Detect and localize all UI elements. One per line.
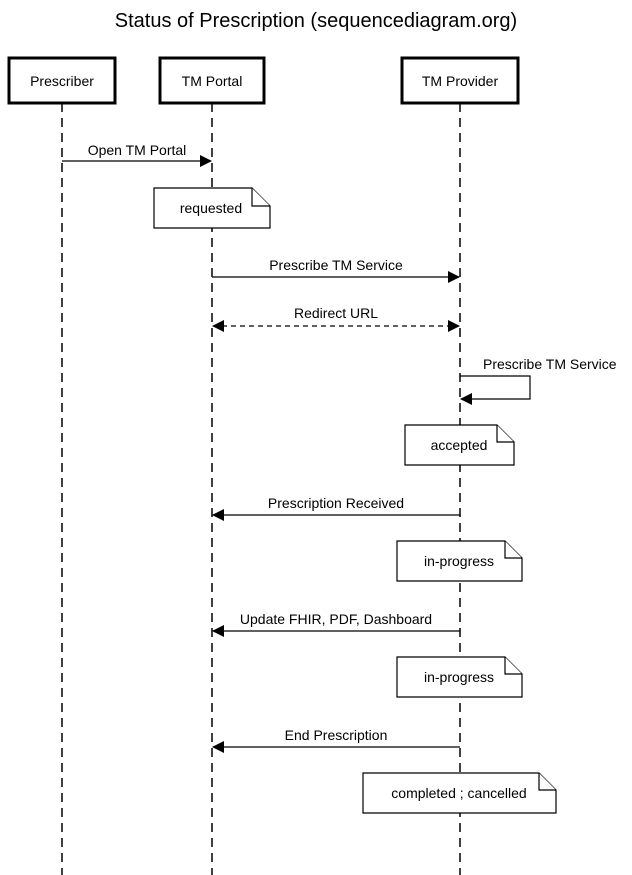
note-text: requested [180,200,242,216]
note-requested: requested [153,187,271,229]
note-in-progress: in-progress [396,656,523,698]
message-arrow [460,375,531,405]
message-end-prescription: End Prescription [212,727,460,753]
message-label: End Prescription [285,727,388,743]
participant-tm-provider: TM Provider [400,56,520,105]
participant-label: Prescriber [30,73,94,89]
self-message-prescribe-tm-service: Prescribe TM Service [460,356,617,405]
note-text: accepted [431,437,488,453]
note-text: in-progress [424,669,494,685]
message-label: Prescribe TM Service [483,356,617,372]
message-redirect-url: Redirect URL [212,305,460,332]
message-prescription-received: Prescription Received [212,495,460,521]
participant-prescriber: Prescriber [7,56,117,105]
note-text: in-progress [424,553,494,569]
diagram-title: Status of Prescription (sequencediagram.… [115,10,517,32]
message-open-tm-portal: Open TM Portal [62,142,212,167]
participant-tm-portal: TM Portal [158,56,266,105]
message-update-fhir-pdf-dashboard: Update FHIR, PDF, Dashboard [212,611,460,637]
message-label: Redirect URL [294,305,378,321]
message-label: Update FHIR, PDF, Dashboard [240,611,432,627]
participant-label: TM Provider [422,73,499,89]
message-label: Prescription Received [268,495,404,511]
note-text: completed ; cancelled [391,785,526,801]
message-prescribe-tm-service: Prescribe TM Service [212,257,460,283]
message-label: Prescribe TM Service [269,257,403,273]
note-in-progress: in-progress [396,540,523,582]
note-completed-cancelled: completed ; cancelled [362,772,557,814]
participant-label: TM Portal [182,73,243,89]
message-label: Open TM Portal [88,142,187,158]
note-accepted: accepted [404,424,515,466]
